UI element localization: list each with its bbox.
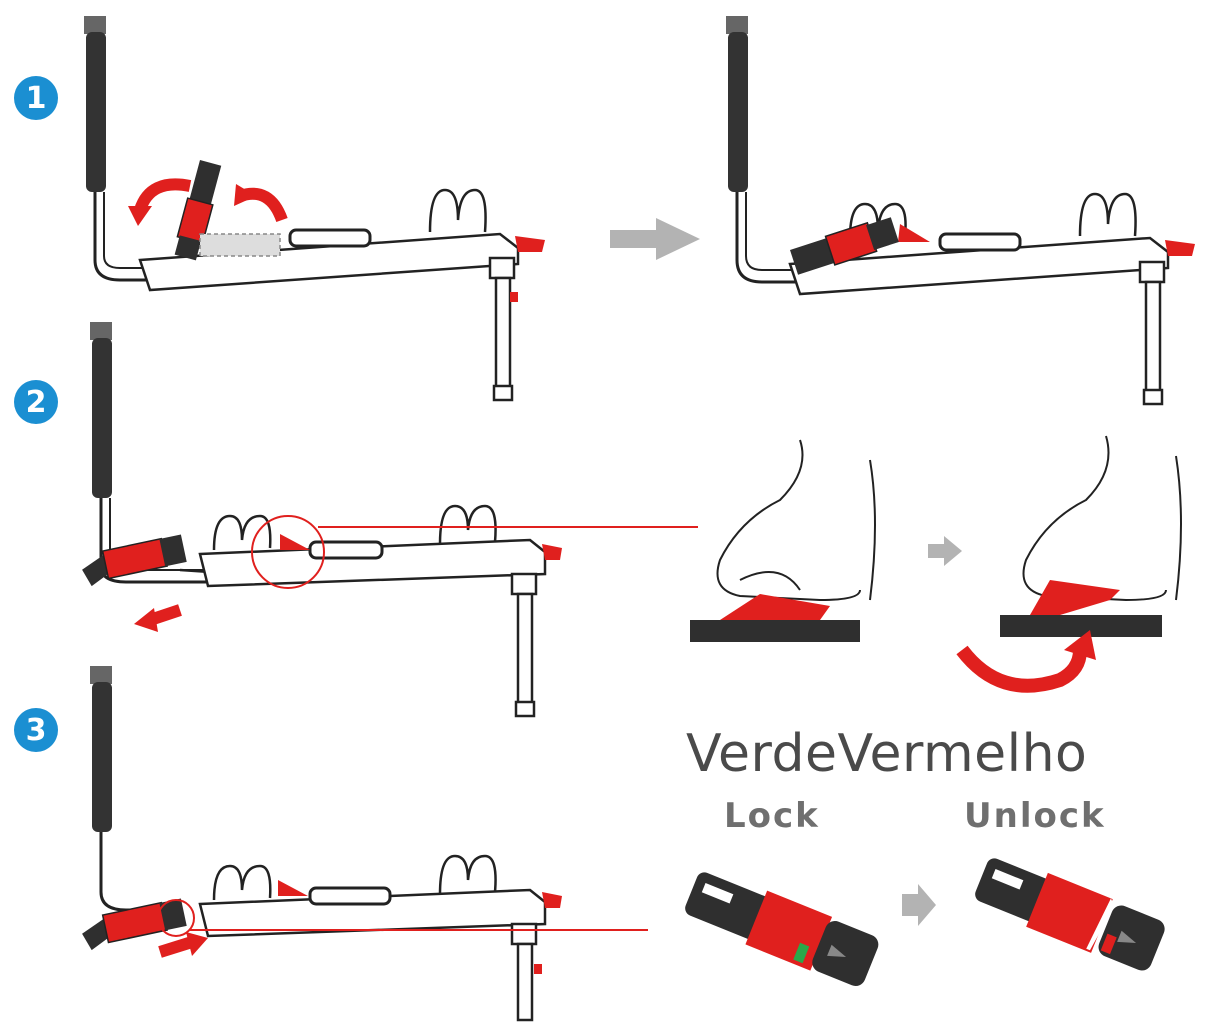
unlock-label: Unlock xyxy=(964,796,1106,836)
step-1-after xyxy=(726,16,1195,406)
press-arrow xyxy=(928,536,962,566)
press-before xyxy=(690,439,876,642)
unlock-connector xyxy=(975,858,1165,971)
step-3-diagram xyxy=(82,666,648,1022)
pull-arrow xyxy=(134,604,182,632)
step-1-before xyxy=(84,16,545,402)
lock-connector xyxy=(685,872,879,987)
step-3-badge: 3 xyxy=(14,708,58,752)
step-1-badge: 1 xyxy=(14,76,58,120)
step-2-badge: 2 xyxy=(14,380,58,424)
color-caption: VerdeVermelho xyxy=(686,724,1088,784)
lock-label: Lock xyxy=(724,796,820,836)
press-after xyxy=(956,435,1182,693)
lock-unlock-arrow xyxy=(902,884,936,926)
step-1-arrow xyxy=(610,218,700,260)
push-arrow xyxy=(158,932,208,958)
step-2-diagram xyxy=(82,322,698,718)
